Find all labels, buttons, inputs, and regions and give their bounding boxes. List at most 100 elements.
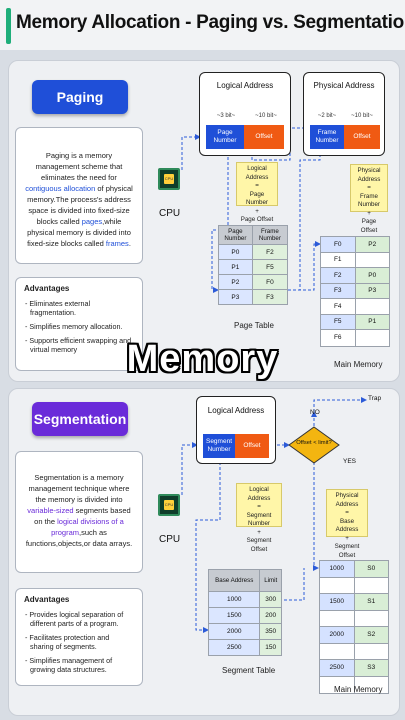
seg-advantage-item: - Provides logical separation of differe… [25,610,124,628]
memory-cell [320,643,355,659]
frame-offset-field: Offset [344,125,380,149]
paging-logical-bits-left: ~3 bit~ [216,113,236,119]
note-line: Base Address [335,517,359,534]
memory-cell: P1 [355,314,389,329]
seg-desc-text-3: ,such as functions,objects,or data array… [25,528,133,548]
segmentation-title: Segmentation [32,402,128,436]
note-line: + [345,534,349,542]
note-line: Physical Address [335,492,359,508]
memory-cell: F0 [321,237,356,252]
note-line: Page Offset [360,218,378,234]
note-line: Page Number [245,190,268,207]
note-line: Segment Offset [334,543,360,559]
memory-cell [355,299,389,314]
paging-desc-text-4: . [128,239,131,248]
note-line: = [345,509,349,516]
memory-row [320,610,388,627]
memory-cell [320,676,355,693]
memory-cell [320,610,355,626]
paging-desc-text-3: ,while physical memory is divided into f… [27,217,131,248]
seg-logical-address-box: Logical Address Segment Number Offset [196,396,276,464]
page-table-header: Frame Number [251,225,289,245]
memory-cell [354,643,388,659]
table-cell: 300 [259,591,282,608]
memory-cell [354,577,388,593]
memory-row: F6 [321,330,389,346]
table-cell: 1500 [207,607,261,624]
paging-cpu-label: CPU [159,208,181,219]
paging-logical-address-title: Logical Address [216,81,274,90]
paging-logical-bits-right: ~10 bit~ [255,113,277,119]
seg-desc-text-1: Segmentation is a memory management tech… [28,473,130,504]
memory-cell [354,676,388,693]
note-line: = [255,182,259,189]
segmentation-description: Segmentation is a memory management tech… [15,451,143,573]
page-table-header: Page Number [218,225,253,245]
memory-row [320,643,388,660]
table-cell: P2 [218,274,253,290]
seg-cpu-label: CPU [159,534,181,545]
memory-cell [320,577,355,593]
seg-advantage-item: - Simplifies management of growing data … [25,656,113,674]
seg-desc-highlight-2: logical divisions of a program [51,517,124,537]
video-caption-overlay: Memory [126,338,279,380]
title-bar [0,0,405,50]
table-cell: F0 [251,274,289,290]
page-title: Memory Allocation - Paging vs. Segmentat… [16,12,405,33]
table-cell: P3 [218,289,253,305]
paging-title: Paging [32,80,128,114]
segmentation-advantages: Advantages - Provides logical separation… [15,588,143,686]
note-line: Page Offset [240,216,274,223]
memory-cell: 2500 [320,660,355,676]
memory-row: F1 [321,252,389,268]
paging-description: Paging is a memory management scheme tha… [15,127,143,264]
paging-advantage-item: - Eliminates external fragmentation. [25,299,91,317]
page-table-caption: Page Table [234,321,274,330]
memory-cell: P0 [355,268,389,283]
frame-number-field: Frame Number [310,125,344,149]
seg-logical-note: Logical Address = Segment Number + Segme… [236,483,282,553]
cpu-icon: CPU [158,168,180,190]
offset-limit-decision-diamond [288,426,340,464]
paging-physical-note: Physical Address = Frame Number + Page O… [350,164,388,234]
memory-cell: F2 [321,268,356,283]
decision-label: Offset < limit? [296,440,332,446]
paging-physical-address-title: Physical Address [313,81,375,90]
memory-cell: 1000 [320,561,355,577]
memory-row [320,577,388,594]
memory-cell: P3 [355,283,389,298]
paging-logical-address-box: Logical Address ~3 bit~ ~10 bit~ Page Nu… [199,72,291,156]
page-offset-field: Offset [244,125,284,149]
paging-physical-address-box: Physical Address ~2 bit~ ~10 bit~ Frame … [303,72,385,156]
memory-cell: P2 [355,237,389,252]
note-line: Logical Address [247,486,271,502]
page-number-field: Page Number [206,125,244,149]
table-cell: P0 [218,244,253,260]
memory-cell: F5 [321,314,356,329]
paging-desc-highlight-1: contiguous allocation [25,184,96,193]
memory-cell [355,330,389,346]
paging-desc-text-1: Paging is a memory management scheme tha… [35,151,123,182]
note-line: Segment Number [246,511,272,528]
table-cell: 200 [259,607,282,624]
paging-main-memory-caption: Main Memory [334,360,383,369]
memory-row: F4 [321,299,389,315]
paging-logical-note: Logical Address = Page Number + Page Off… [236,162,278,223]
memory-cell [354,610,388,626]
paging-physical-bits-right: ~10 bit~ [351,113,373,119]
cpu-icon: CPU [158,494,180,516]
